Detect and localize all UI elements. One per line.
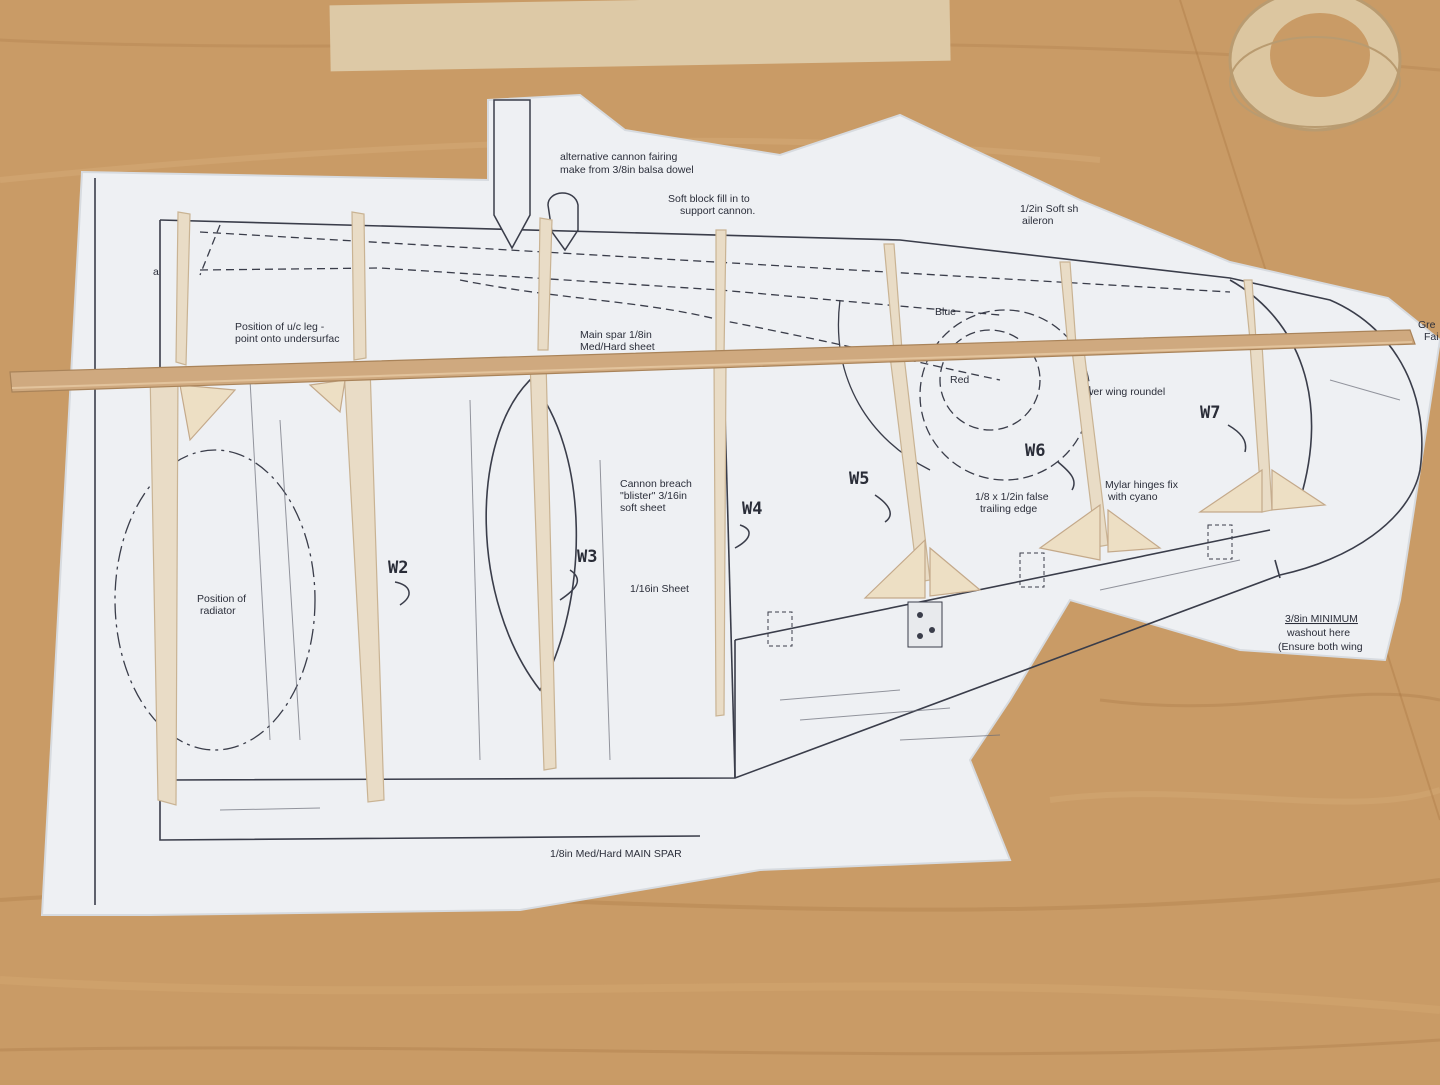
- label-cannon-breach-3: soft sheet: [620, 502, 666, 514]
- rib-w2-top: [351, 211, 367, 361]
- rib-w1-top: [175, 211, 191, 366]
- label-false-te-2: trailing edge: [980, 503, 1037, 515]
- label-wing-roundel: ower wing roundel: [1080, 386, 1165, 398]
- label-main-spar-2: Med/Hard sheet: [580, 341, 655, 353]
- label-radiator-2: radiator: [200, 605, 236, 617]
- plan-annotations: alternative cannon fairing make from 3/8…: [153, 151, 1439, 860]
- balsa-scrap-pieces: [329, 0, 1402, 132]
- rib-w4-top: [715, 229, 727, 356]
- label-soft-block-1: Soft block fill in to: [668, 193, 750, 205]
- label-blue: Blue: [935, 306, 956, 318]
- label-cannon-fairing-1: alternative cannon fairing: [560, 151, 677, 163]
- rib-labels: W2 W3 W4 W5 W6 W7: [388, 403, 1220, 578]
- rib-label-w5: W5: [849, 469, 869, 489]
- rib-label-w6: W6: [1025, 441, 1045, 461]
- label-mylar-1: Mylar hinges fix: [1105, 479, 1179, 491]
- label-cannon-fairing-2: make from 3/8in balsa dowel: [560, 164, 694, 176]
- label-washout-2: washout here: [1286, 627, 1350, 639]
- label-aileron-2: aileron: [1022, 215, 1054, 227]
- label-spar-bottom: 1/8in Med/Hard MAIN SPAR: [550, 848, 682, 860]
- gusset-w5-left: [863, 538, 926, 599]
- label-red: Red: [950, 374, 969, 386]
- rib-label-w4: W4: [742, 499, 762, 519]
- gusset-w6-left: [1038, 503, 1101, 561]
- label-cannon-breach-1: Cannon breach: [620, 478, 692, 490]
- gusset-w2: [308, 379, 346, 414]
- rib-w4-bottom: [713, 361, 727, 717]
- gusset-w1: [179, 384, 237, 442]
- main-spar: [9, 329, 1416, 393]
- rib-w3-top: [537, 217, 553, 351]
- label-false-te-1: 1/8 x 1/2in false: [975, 491, 1049, 503]
- rib-label-w7: W7: [1200, 403, 1220, 423]
- label-washout-3: (Ensure both wing: [1278, 641, 1363, 653]
- label-sheet: 1/16in Sheet: [630, 583, 689, 595]
- label-mylar-2: with cyano: [1107, 491, 1158, 503]
- rib-label-w2: W2: [388, 558, 408, 578]
- label-radiator-1: Position of: [197, 593, 246, 605]
- label-washout-1: 3/8in MINIMUM: [1285, 613, 1358, 625]
- label-aileron-1: 1/2in Soft sh: [1020, 203, 1079, 215]
- label-cannon-breach-2: "blister" 3/16in: [620, 490, 687, 502]
- label-gre-2: Fai: [1424, 331, 1439, 343]
- rib-label-w3: W3: [577, 547, 597, 567]
- label-main-spar-1: Main spar 1/8in: [580, 329, 652, 341]
- label-soft-block-2: support cannon.: [680, 205, 755, 217]
- gusset-w7-left: [1198, 468, 1263, 513]
- label-gre-1: Gre: [1418, 319, 1436, 331]
- label-uc-leg-2: point onto undersurfac: [235, 333, 340, 345]
- gusset-w5-right: [929, 546, 982, 597]
- gusset-w7-right: [1271, 468, 1327, 511]
- wing-ribs: [149, 211, 1327, 806]
- gusset-w6-right: [1107, 508, 1162, 553]
- label-a-mark: a: [153, 266, 159, 278]
- label-uc-leg-1: Position of u/c leg -: [235, 321, 325, 333]
